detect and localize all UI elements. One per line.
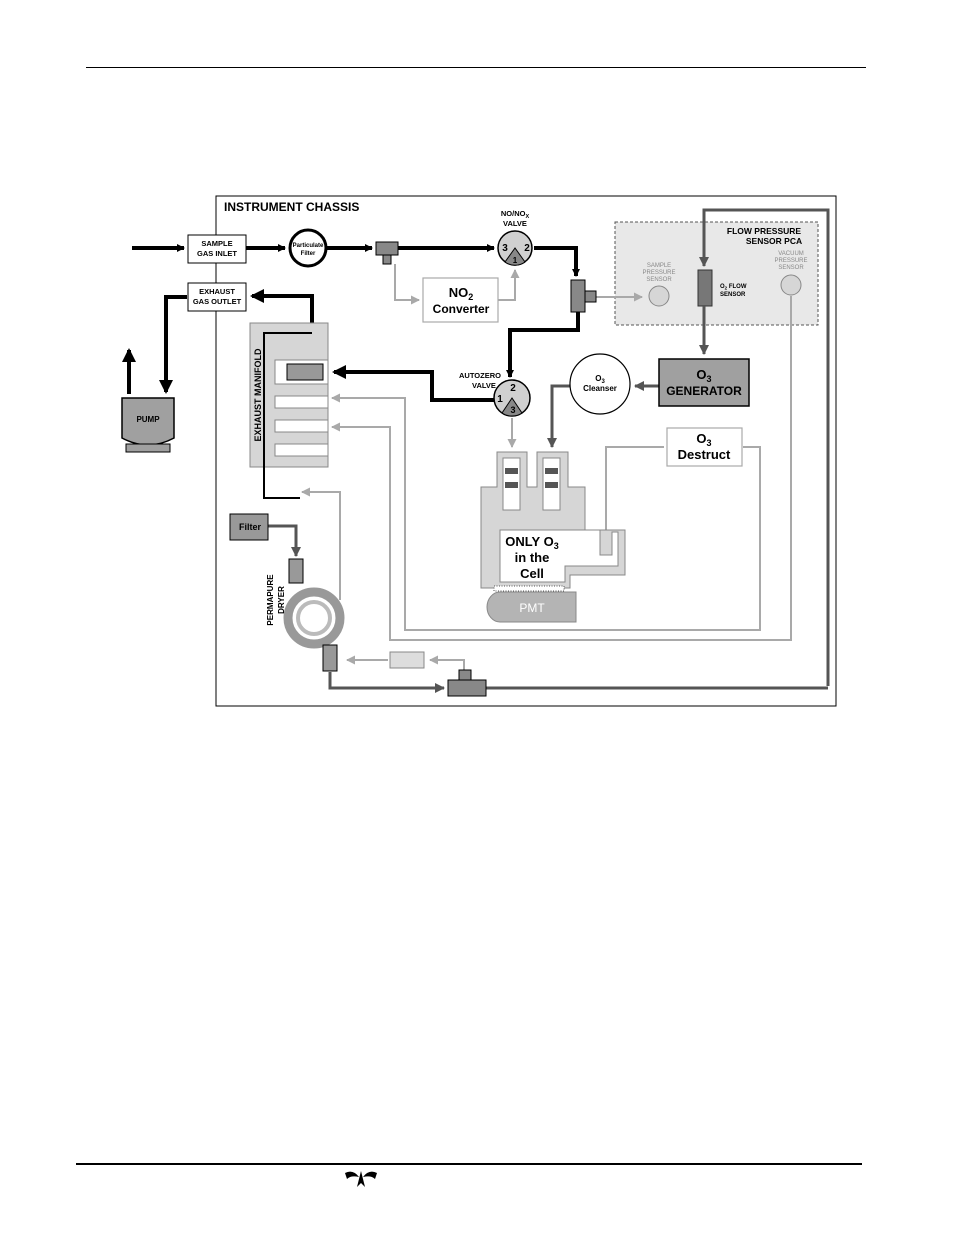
flow-pcb-label-1: FLOW PRESSURE (727, 226, 801, 236)
exhaust-outlet-label-2: GAS OUTLET (193, 297, 242, 306)
sample-flow-lines (122, 244, 580, 402)
o3-generator (658, 358, 750, 407)
o3-cleanser-label-1: O3 (595, 374, 605, 385)
header-rule (86, 67, 866, 68)
pmt-window (493, 585, 565, 592)
exhaust-gas-outlet (187, 282, 247, 312)
o3-destruct-label-2: Destruct (678, 447, 731, 462)
sample-pressure-sensor (648, 285, 670, 307)
permapure-coil (283, 587, 345, 649)
sample-pressure-label-2: PRESSURE (642, 270, 675, 276)
sample-pressure-label-3: SENSOR (646, 277, 672, 283)
chassis-title: INSTRUMENT CHASSIS (224, 200, 359, 214)
permapure-label-2: DRYER (277, 586, 286, 614)
cell-label-1: ONLY O3 (505, 534, 558, 551)
exhaust-manifold-outlet-channel (263, 332, 312, 499)
vacuum-flow-lines (301, 264, 792, 686)
permapure-flow-orifice (389, 651, 425, 669)
nonox-valve-label-1: NO/NOX (501, 209, 530, 220)
autozero-port-3: 3 (510, 405, 515, 415)
inlet-tee (375, 241, 399, 256)
nonox-port-1: 1 (513, 256, 518, 265)
vacuum-pressure-label-2: PRESSURE (774, 258, 807, 264)
no2-converter (422, 277, 499, 323)
o3-destruct (666, 427, 743, 467)
permapure-upper-fitting (288, 558, 304, 584)
o3-destruct-label-1: O3 (696, 431, 711, 448)
o2-flow-sensor (697, 269, 713, 307)
particulate-label-1: Particulate (293, 243, 324, 249)
autozero-valve-port-3-sector (501, 397, 523, 417)
o3-cleanser (569, 353, 631, 415)
autozero-port-2: 2 (510, 383, 516, 394)
autozero-label-2: VALVE (472, 381, 496, 390)
exhaust-manifold-port-4 (274, 443, 329, 457)
valve-tee-stem (584, 290, 597, 303)
instrument-chassis (215, 195, 837, 707)
autozero-label-1: AUTOZERO (459, 371, 501, 380)
no2-converter-label-1: NO2 (449, 285, 474, 302)
o2-flow-label-2: SENSOR (720, 292, 746, 298)
pump-base (125, 443, 171, 453)
vacuum-pressure-sensor (780, 274, 802, 296)
filter-label: Filter (239, 522, 262, 532)
exhaust-manifold-port-3 (274, 419, 329, 433)
reaction-cell-chamber (499, 529, 619, 583)
ozone-flow-lines (268, 208, 830, 693)
reaction-cell-orifice-right-2 (545, 482, 558, 488)
nonox-valve-port-1-sector (504, 247, 526, 266)
vacuum-pressure-label-1: VACUUM (778, 251, 804, 257)
nonox-valve-label-2: VALVE (503, 219, 527, 228)
valve-tee (570, 279, 586, 313)
o3-cleanser-label-2: Cleanser (583, 384, 617, 393)
pmt-label: PMT (519, 601, 545, 615)
o3-generator-label-2: GENERATOR (666, 384, 742, 398)
exhaust-manifold-label: EXHAUST MANIFOLD (253, 348, 263, 441)
filter (229, 513, 269, 541)
reaction-cell-orifice-left-2 (505, 482, 518, 488)
permapure-lower-fitting (322, 644, 338, 672)
o3-generator-label-1: O3 (696, 367, 711, 384)
vacuum-tee-stem (458, 669, 472, 681)
pmt (486, 591, 577, 623)
particulate-label-2: Filter (301, 251, 316, 257)
autozero-port-1: 1 (497, 394, 503, 405)
nonox-port-3: 3 (502, 243, 508, 254)
flow-pcb-label-2: SENSOR PCA (746, 236, 802, 246)
exhaust-manifold-port-2 (274, 395, 329, 409)
reaction-cell-orifice-right (545, 468, 558, 474)
teledyne-logo (345, 1171, 377, 1187)
exhaust-outlet-label-1: EXHAUST (199, 287, 235, 296)
sample-gas-inlet (187, 234, 247, 264)
permapure-coil-inner (296, 600, 332, 636)
nonox-port-2: 2 (524, 243, 530, 254)
o2-flow-label: O2 FLOW (720, 284, 747, 291)
flow-pressure-sensor-pca (614, 221, 819, 326)
sample-inlet-label-1: SAMPLE (201, 239, 232, 248)
no2-converter-label-2: Converter (433, 302, 490, 316)
pump-label: PUMP (136, 415, 160, 424)
footer-rule (76, 1163, 862, 1165)
vacuum-tee (447, 679, 487, 697)
reaction-cell-orifice-left (505, 468, 518, 474)
cell-label-2: in the (515, 550, 550, 565)
sample-pressure-label-1: SAMPLE (647, 263, 671, 269)
vacuum-pressure-label-3: SENSOR (778, 265, 804, 271)
permapure-label-1: PERMAPURE (266, 574, 275, 626)
inlet-tee-stem (382, 254, 392, 265)
cell-label-3: Cell (520, 566, 544, 581)
sample-inlet-label-2: GAS INLET (197, 249, 237, 258)
exhaust-manifold-flow-orifice (286, 363, 324, 381)
